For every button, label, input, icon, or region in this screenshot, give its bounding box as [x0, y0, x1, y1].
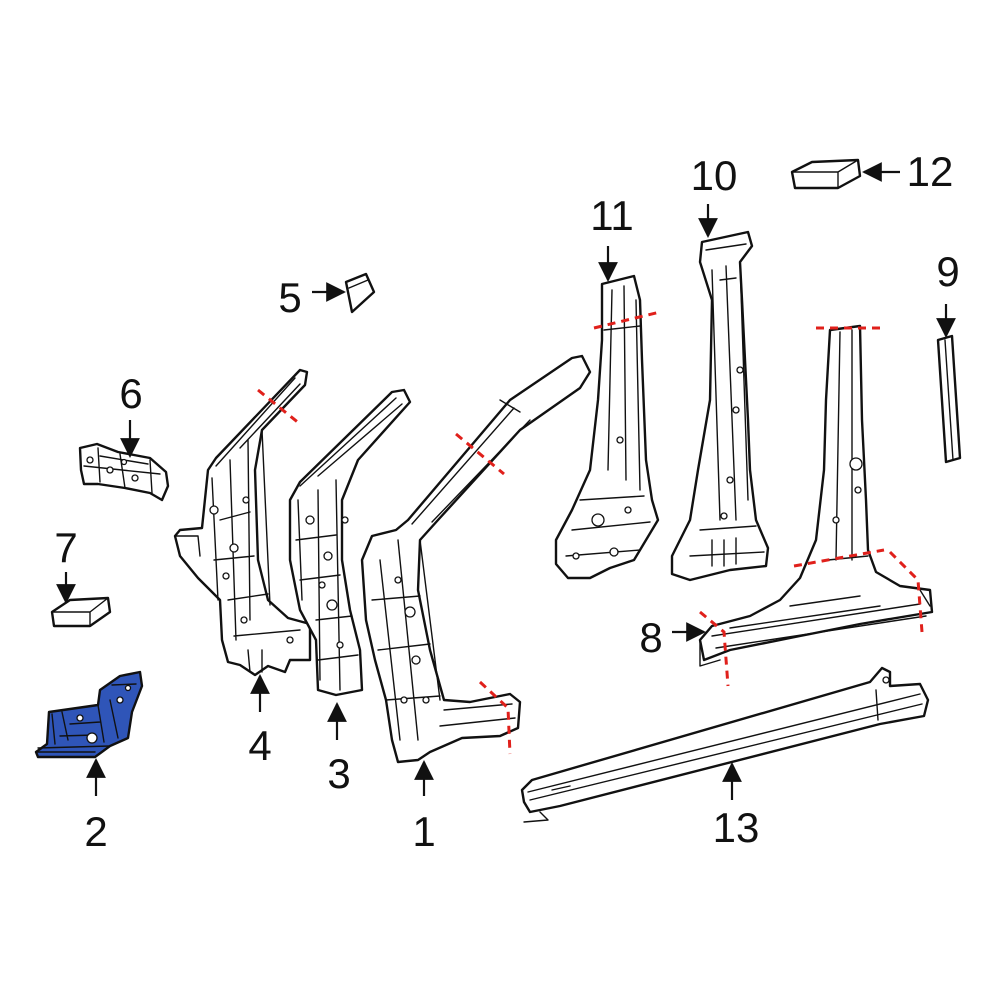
part-9-strip[interactable]: [936, 334, 962, 464]
callout-8: 8: [639, 614, 662, 661]
callout-9: 9: [936, 248, 959, 295]
callout-labels: 1 2 3 4 5 6 7 8 9 10 11 12 13: [54, 148, 959, 855]
callout-4: 4: [248, 722, 271, 769]
callout-7: 7: [54, 524, 77, 571]
part-1-pillar-outer[interactable]: [360, 354, 592, 764]
callout-11: 11: [590, 192, 634, 239]
callout-1: 1: [412, 808, 435, 855]
part-8-center-pillar-outer[interactable]: [698, 324, 934, 667]
part-6-bracket[interactable]: [78, 442, 170, 502]
part-3-reinforcement[interactable]: [288, 388, 412, 697]
part-4-pillar-inner[interactable]: [173, 368, 312, 677]
part-11-center-pillar-inner[interactable]: [554, 274, 660, 580]
part-7-pad[interactable]: [50, 596, 112, 628]
part-10-center-pillar-reinforcement[interactable]: [670, 230, 770, 582]
part-5-plate[interactable]: [344, 272, 376, 314]
callout-10: 10: [691, 152, 738, 199]
cut-lines: [257, 310, 924, 755]
part-2-bracket[interactable]: [34, 670, 144, 759]
callout-2: 2: [84, 808, 107, 855]
callout-12: 12: [907, 148, 954, 195]
part-12-pad[interactable]: [790, 158, 862, 190]
callout-3: 3: [327, 750, 350, 797]
callout-13: 13: [713, 804, 760, 851]
callout-arrows: [56, 162, 956, 800]
callout-6: 6: [119, 370, 142, 417]
callout-5: 5: [278, 274, 301, 321]
part-13-rocker[interactable]: [520, 666, 930, 823]
